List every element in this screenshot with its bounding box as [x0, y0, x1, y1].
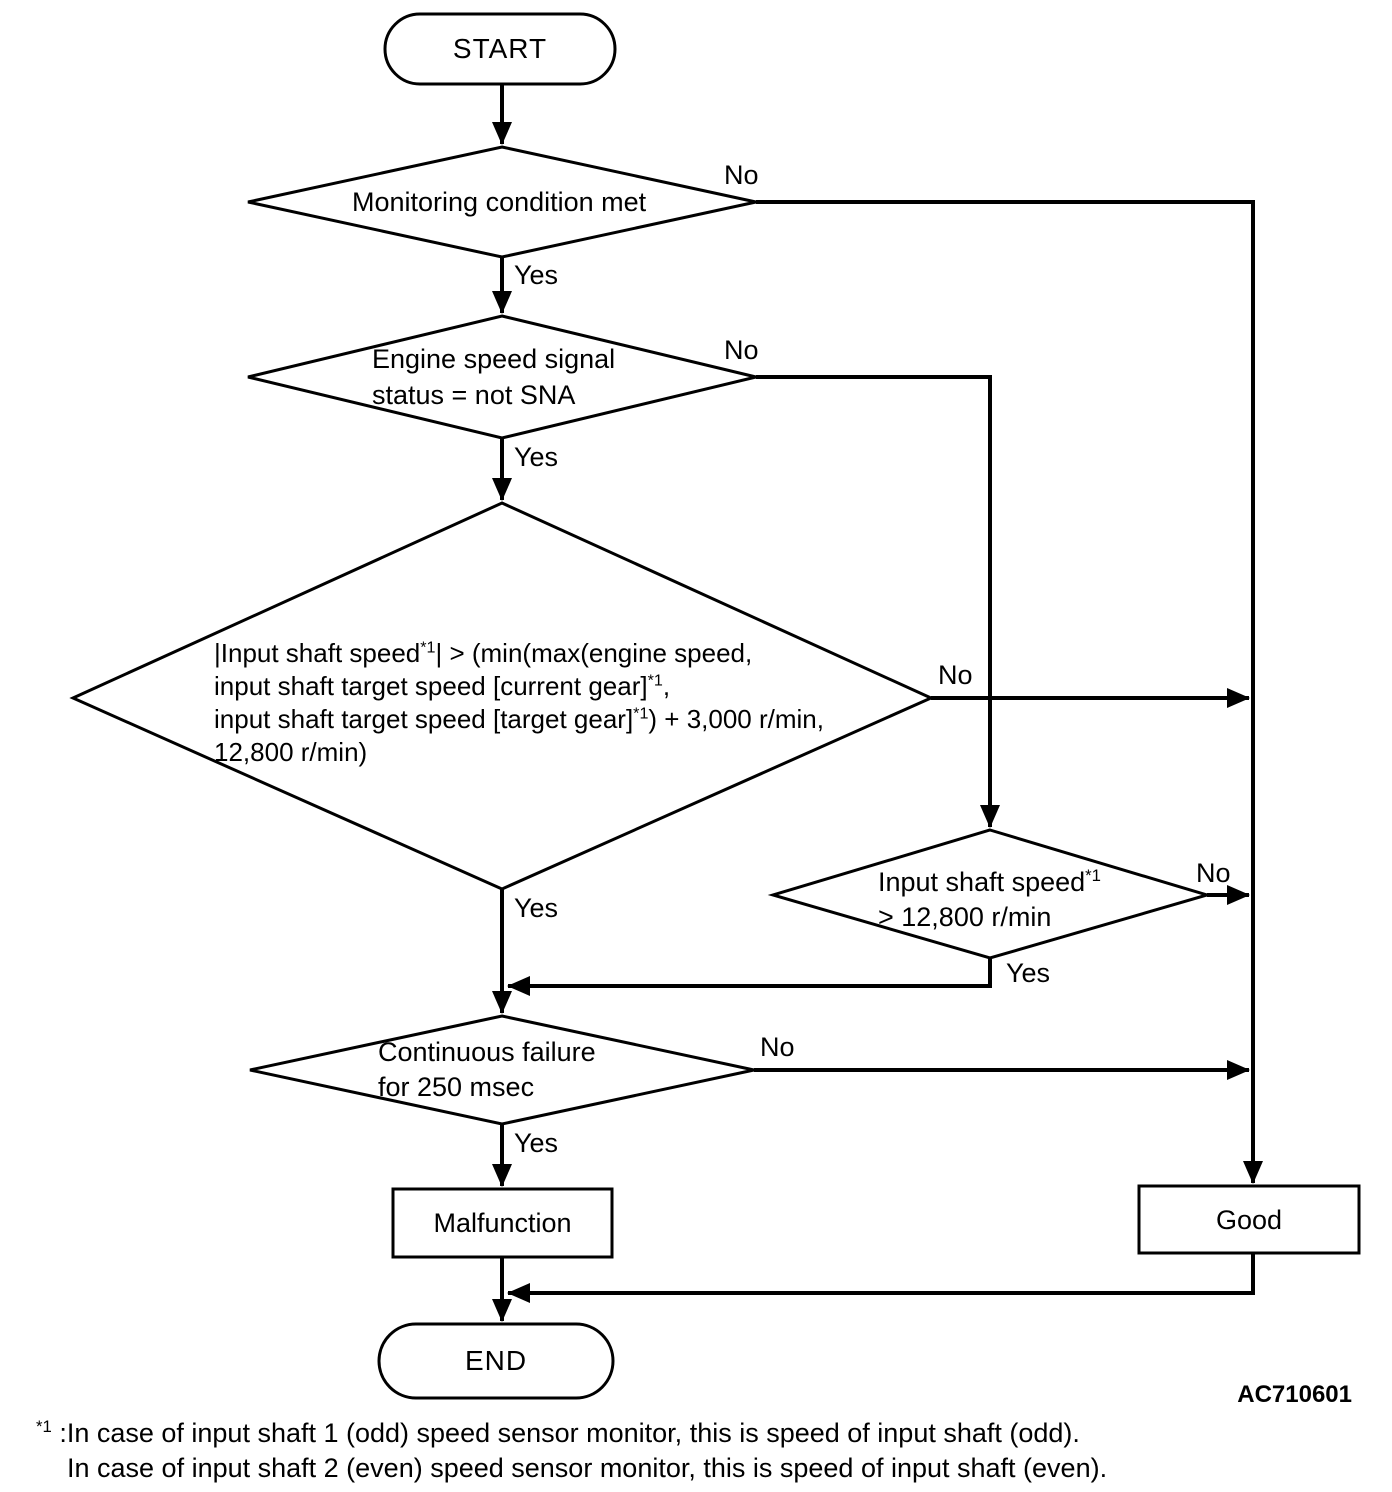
- decision-continuous-failure-label: Continuous failure for 250 msec: [378, 1035, 596, 1105]
- decision-input-shaft-limit-label: Input shaft speed*1 > 12,800 r/min: [878, 865, 1101, 935]
- decision-engine-speed-label: Engine speed signal status = not SNA: [372, 341, 615, 413]
- failure-line-1: Continuous failure: [378, 1037, 596, 1067]
- edge-label-engine-yes: Yes: [514, 442, 559, 472]
- limit-line-2: > 12,800 r/min: [878, 902, 1052, 932]
- failure-line-2: for 250 msec: [378, 1072, 535, 1102]
- footnote-line-1: *1 :In case of input shaft 1 (odd) speed…: [36, 1417, 1080, 1448]
- decision-continuous-failure: [249, 1014, 755, 1126]
- compare-line-2: input shaft target speed [current gear]*…: [214, 671, 671, 701]
- edge-label-compare-no: No: [938, 660, 973, 690]
- decision-engine-speed-line-1: Engine speed signal: [372, 344, 616, 374]
- edge-label-failure-yes: Yes: [514, 1128, 559, 1158]
- compare-line-4: 12,800 r/min): [214, 737, 368, 767]
- process-good: [1137, 1184, 1361, 1255]
- edge-label-failure-no: No: [760, 1032, 795, 1062]
- footnote-line-2: In case of input shaft 2 (even) speed se…: [67, 1453, 1108, 1483]
- process-malfunction: [391, 1187, 614, 1259]
- edge-label-limit-no: No: [1196, 858, 1231, 888]
- connector-engine-no-to-limit: [756, 375, 1000, 828]
- decision-engine-speed-signal: [247, 314, 757, 440]
- start-label: START: [452, 33, 548, 64]
- decision-engine-speed-line-2: status = not SNA: [372, 380, 576, 410]
- malfunction-label: Malfunction: [433, 1208, 572, 1238]
- end-label: END: [464, 1345, 528, 1376]
- figure-code: AC710601: [1237, 1381, 1352, 1408]
- compare-line-1: |Input shaft speed*1| > (min(max(engine …: [214, 638, 753, 668]
- connector-limit-yes-merge: [507, 958, 992, 996]
- edge-label-limit-yes: Yes: [1006, 958, 1051, 988]
- limit-line-1: Input shaft speed*1: [878, 866, 1101, 897]
- good-label: Good: [1215, 1204, 1283, 1235]
- decision-input-shaft-limit: [767, 828, 1213, 960]
- edge-label-monitoring-yes: Yes: [514, 260, 559, 290]
- compare-line-3: input shaft target speed [target gear]*1…: [214, 704, 824, 734]
- decision-input-shaft-compare: [69, 501, 935, 891]
- connector-monitoring-no-to-good: [756, 200, 1263, 1184]
- edge-label-engine-no: No: [724, 335, 759, 365]
- connector-good-to-end-merge: [507, 1253, 1255, 1303]
- decision-input-shaft-compare-label: |Input shaft speed*1| > (min(max(engine …: [214, 637, 824, 769]
- edge-label-compare-yes: Yes: [514, 893, 559, 923]
- end-terminator: [377, 1322, 615, 1400]
- decision-monitoring-condition: [247, 145, 757, 259]
- decision-monitoring-label: Monitoring condition met: [352, 187, 647, 217]
- start-terminator: [383, 12, 617, 86]
- edge-label-monitoring-no: No: [724, 160, 759, 190]
